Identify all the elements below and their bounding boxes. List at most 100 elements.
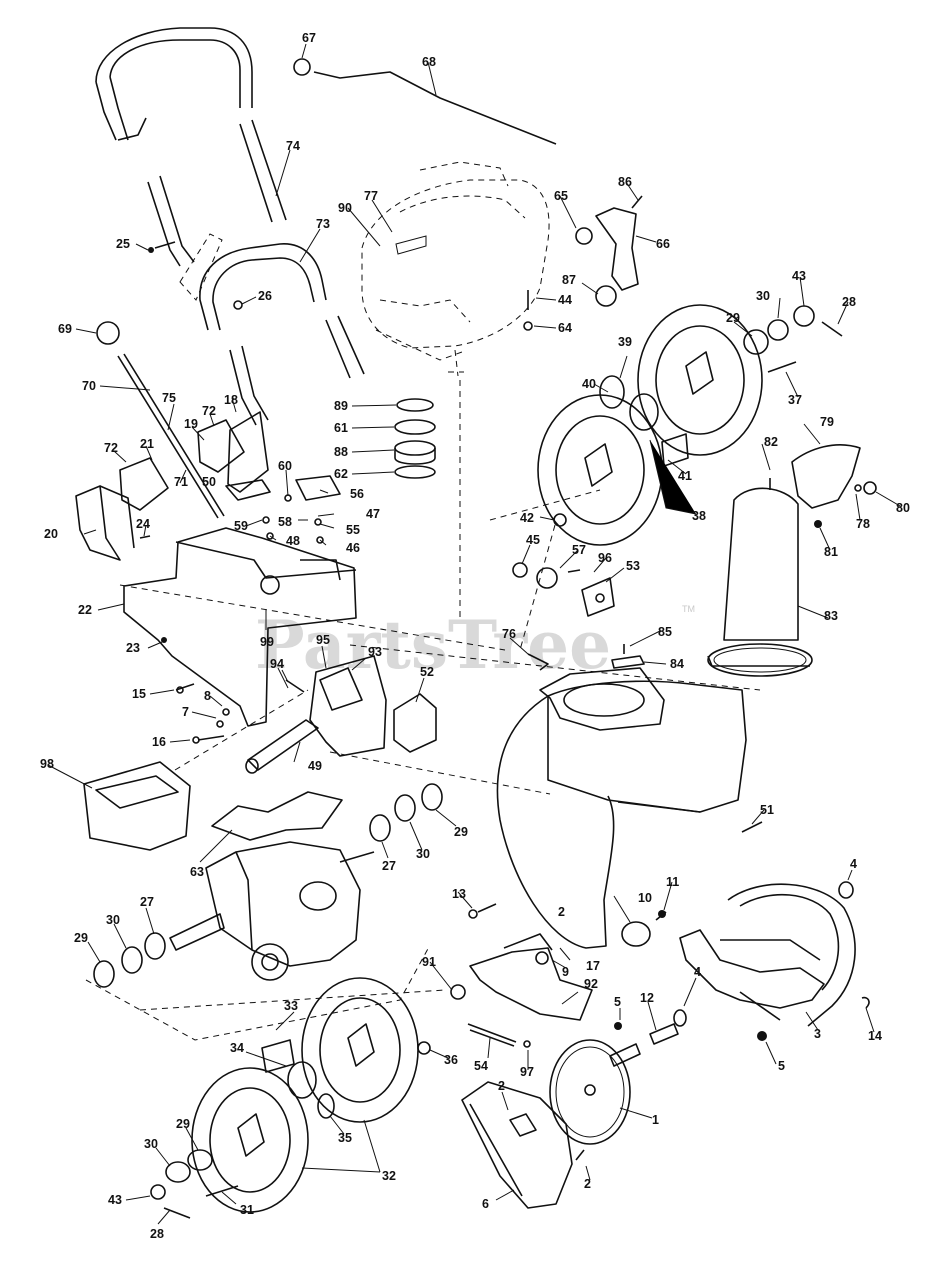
- callout-18: 18: [224, 393, 238, 407]
- transmission-assembly: [169, 841, 375, 981]
- bracket-20: [75, 485, 121, 561]
- rod-70-icon: [117, 353, 225, 519]
- watermark-tm: TM: [682, 604, 695, 614]
- callout-74: 74: [286, 139, 300, 153]
- callout-31: 31: [240, 1203, 254, 1217]
- callout-7: 7: [182, 705, 189, 719]
- lower-pulley-32: [191, 977, 431, 1213]
- callout-30b: 30: [416, 847, 430, 861]
- callout-33: 33: [284, 999, 298, 1013]
- callout-2c: 2: [558, 905, 565, 919]
- callout-86: 86: [618, 175, 632, 189]
- callout-28a: 28: [842, 295, 856, 309]
- callout-70: 70: [82, 379, 96, 393]
- callout-93: 93: [368, 645, 382, 659]
- callout-36: 36: [444, 1053, 458, 1067]
- callout-51: 51: [760, 803, 774, 817]
- callout-12: 12: [640, 991, 654, 1005]
- upper-handle: [95, 27, 287, 267]
- gasket-63: [211, 791, 343, 841]
- callout-80: 80: [896, 501, 910, 515]
- callout-84: 84: [670, 657, 684, 671]
- bracket-72-right: [197, 419, 245, 473]
- callout-61: 61: [334, 421, 348, 435]
- callout-30d: 30: [144, 1137, 158, 1151]
- callout-4b: 4: [694, 965, 701, 979]
- callout-89: 89: [334, 399, 348, 413]
- callout-99: 99: [260, 635, 274, 649]
- callout-30c: 30: [106, 913, 120, 927]
- callout-47: 47: [366, 507, 380, 521]
- callout-40: 40: [582, 377, 596, 391]
- callout-16: 16: [152, 735, 166, 749]
- arm-66: [595, 207, 639, 291]
- callout-72a: 72: [202, 404, 216, 418]
- callout-85: 85: [658, 625, 672, 639]
- callout-88: 88: [334, 445, 348, 459]
- callout-10: 10: [638, 891, 652, 905]
- callout-37: 37: [788, 393, 802, 407]
- lower-handle: [199, 243, 365, 426]
- callout-41: 41: [678, 469, 692, 483]
- callout-42: 42: [520, 511, 534, 525]
- callout-32: 32: [382, 1169, 396, 1183]
- callout-64: 64: [558, 321, 572, 335]
- callout-23: 23: [126, 641, 140, 655]
- skid-92: [469, 947, 593, 1021]
- callout-1: 1: [652, 1113, 659, 1127]
- callout-5a: 5: [614, 995, 621, 1009]
- callout-21: 21: [140, 437, 154, 451]
- callout-11: 11: [666, 875, 679, 889]
- callout-75: 75: [162, 391, 176, 405]
- callout-48: 48: [286, 534, 300, 548]
- sprocket-1: [549, 1039, 631, 1145]
- callout-3: 3: [814, 1027, 821, 1041]
- callout-91: 91: [422, 955, 436, 969]
- auger-housing-17: [496, 667, 747, 949]
- callout-77: 77: [364, 189, 378, 203]
- callout-38: 38: [692, 509, 706, 523]
- bracket-72-left: [119, 457, 169, 511]
- callout-15: 15: [132, 687, 146, 701]
- callout-50: 50: [202, 475, 216, 489]
- callout-2a: 2: [498, 1079, 505, 1093]
- callout-9: 9: [562, 965, 569, 979]
- knob-69-icon: [96, 321, 120, 345]
- callout-82: 82: [764, 435, 778, 449]
- callout-63: 63: [190, 865, 204, 879]
- callout-2b: 2: [584, 1177, 591, 1191]
- callout-57: 57: [572, 543, 586, 557]
- callout-73: 73: [316, 217, 330, 231]
- upper-pulley-38: [537, 304, 763, 546]
- callout-19: 19: [184, 417, 198, 431]
- auger-housing-6: [461, 1081, 573, 1209]
- callout-68: 68: [422, 55, 436, 69]
- knob-67-icon: [293, 58, 311, 76]
- callout-5b: 5: [778, 1059, 785, 1073]
- callout-22: 22: [78, 603, 92, 617]
- auger-3: [679, 881, 870, 1041]
- callout-27b: 27: [140, 895, 154, 909]
- callout-87: 87: [562, 273, 576, 287]
- callout-62: 62: [334, 467, 348, 481]
- callout-53: 53: [626, 559, 640, 573]
- callout-20: 20: [44, 527, 58, 541]
- rod-68-icon: [313, 71, 557, 145]
- callout-94: 94: [270, 657, 284, 671]
- callout-96: 96: [598, 551, 612, 565]
- leader-lines: [47, 43, 901, 1225]
- callout-27a: 27: [382, 859, 396, 873]
- callout-78: 78: [856, 517, 870, 531]
- callout-90: 90: [338, 201, 352, 215]
- callout-34: 34: [230, 1041, 244, 1055]
- callout-6: 6: [482, 1197, 489, 1211]
- callout-81: 81: [824, 545, 838, 559]
- fasteners: [139, 241, 533, 744]
- callout-92: 92: [584, 977, 598, 991]
- callout-56: 56: [350, 487, 364, 501]
- callout-25: 25: [116, 237, 130, 251]
- callout-4a: 4: [850, 857, 857, 871]
- cover-98: [83, 761, 191, 851]
- callout-29b: 29: [454, 825, 468, 839]
